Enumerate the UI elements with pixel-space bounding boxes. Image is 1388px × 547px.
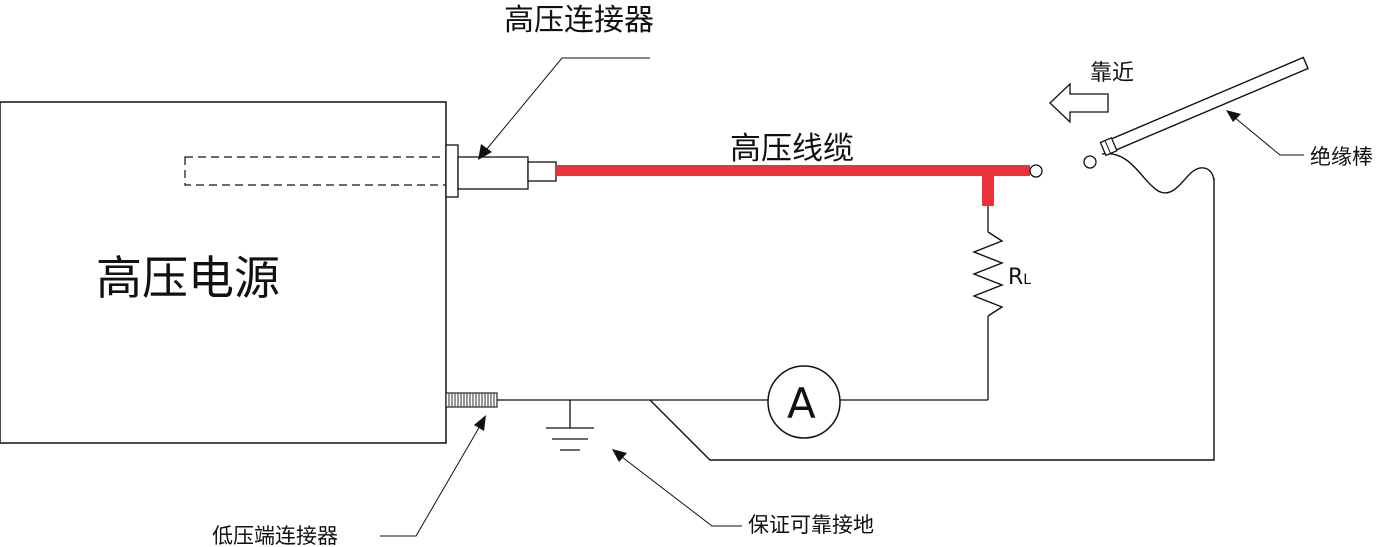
insulating-rod (1099, 56, 1309, 157)
hv-connector-leader (485, 57, 650, 151)
rod-tip-contact (1083, 155, 1097, 169)
hv-connector-body (457, 156, 529, 190)
hv-connector-label: 高压连接器 (504, 3, 654, 38)
return-wire (649, 178, 1215, 461)
hv-connector-flange (445, 144, 459, 198)
approach-label: 靠近 (1090, 61, 1134, 86)
ground-note-label: 保证可靠接地 (748, 513, 874, 537)
hv-supply-box (0, 101, 447, 444)
ammeter-label: A (787, 379, 816, 428)
lv-connector-leader-arrow (474, 415, 486, 431)
resistor-label: RL (1008, 265, 1031, 290)
insulating-rod-leader-arrow (1226, 110, 1241, 122)
lv-connector-leader (380, 425, 481, 537)
ground-symbol-icon (546, 400, 594, 451)
hv-cable-drop (982, 165, 994, 206)
hv-supply-label: 高压电源 (96, 251, 280, 305)
ground-note-leader-arrow (612, 449, 627, 462)
insulating-rod-label: 绝缘棒 (1310, 145, 1373, 169)
insulating-rod-leader (1233, 116, 1304, 156)
ammeter-circle (767, 365, 841, 439)
hv-connector-tip (527, 161, 557, 182)
lv-connector (445, 392, 498, 408)
lv-connector-threads (448, 393, 495, 407)
lv-connector-label: 低压端连接器 (212, 524, 338, 547)
hv-connector-leader-arrow (478, 144, 492, 160)
approach-arrow-icon (1049, 82, 1109, 124)
resistor-zigzag-icon (972, 231, 1004, 317)
cable-end-terminal (1029, 164, 1043, 178)
rod-flex-wire (1101, 153, 1215, 194)
hv-cable (556, 165, 1030, 176)
hv-cable-label: 高压线缆 (730, 131, 854, 167)
ground-note-leader (621, 456, 742, 527)
